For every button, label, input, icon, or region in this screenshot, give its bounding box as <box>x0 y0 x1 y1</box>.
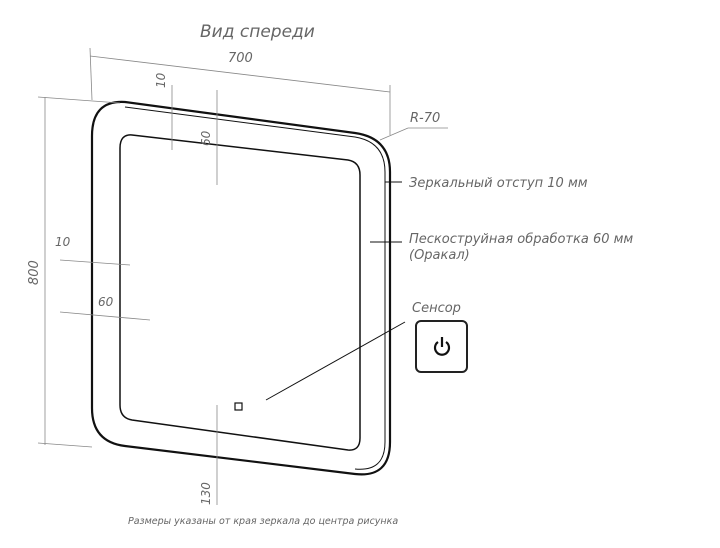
mirror-outline <box>90 100 392 476</box>
dim-left-offset: 10 <box>55 235 71 249</box>
dim-top-offset: 10 <box>154 72 168 88</box>
label-mirror-offset: Зеркальный отступ 10 мм <box>409 176 588 191</box>
dim-width: 700 <box>228 51 253 66</box>
frosted-border <box>119 134 361 451</box>
dim-radius: R-70 <box>410 111 440 126</box>
view-title: Вид спереди <box>200 22 315 42</box>
dim-top-frost: 60 <box>199 130 213 146</box>
dim-left-frost: 60 <box>98 295 114 309</box>
label-sandblast-note: (Оракал) <box>409 248 470 263</box>
footnote: Размеры указаны от края зеркала до центр… <box>128 516 398 527</box>
dim-height: 800 <box>27 260 42 285</box>
power-icon <box>433 337 451 356</box>
label-sandblast: Пескоструйная обработка 60 мм <box>409 232 633 247</box>
sensor-mark <box>234 402 243 411</box>
dim-sensor-offset: 130 <box>199 482 213 505</box>
sensor-button <box>415 320 468 373</box>
label-sensor: Сенсор <box>412 301 461 316</box>
